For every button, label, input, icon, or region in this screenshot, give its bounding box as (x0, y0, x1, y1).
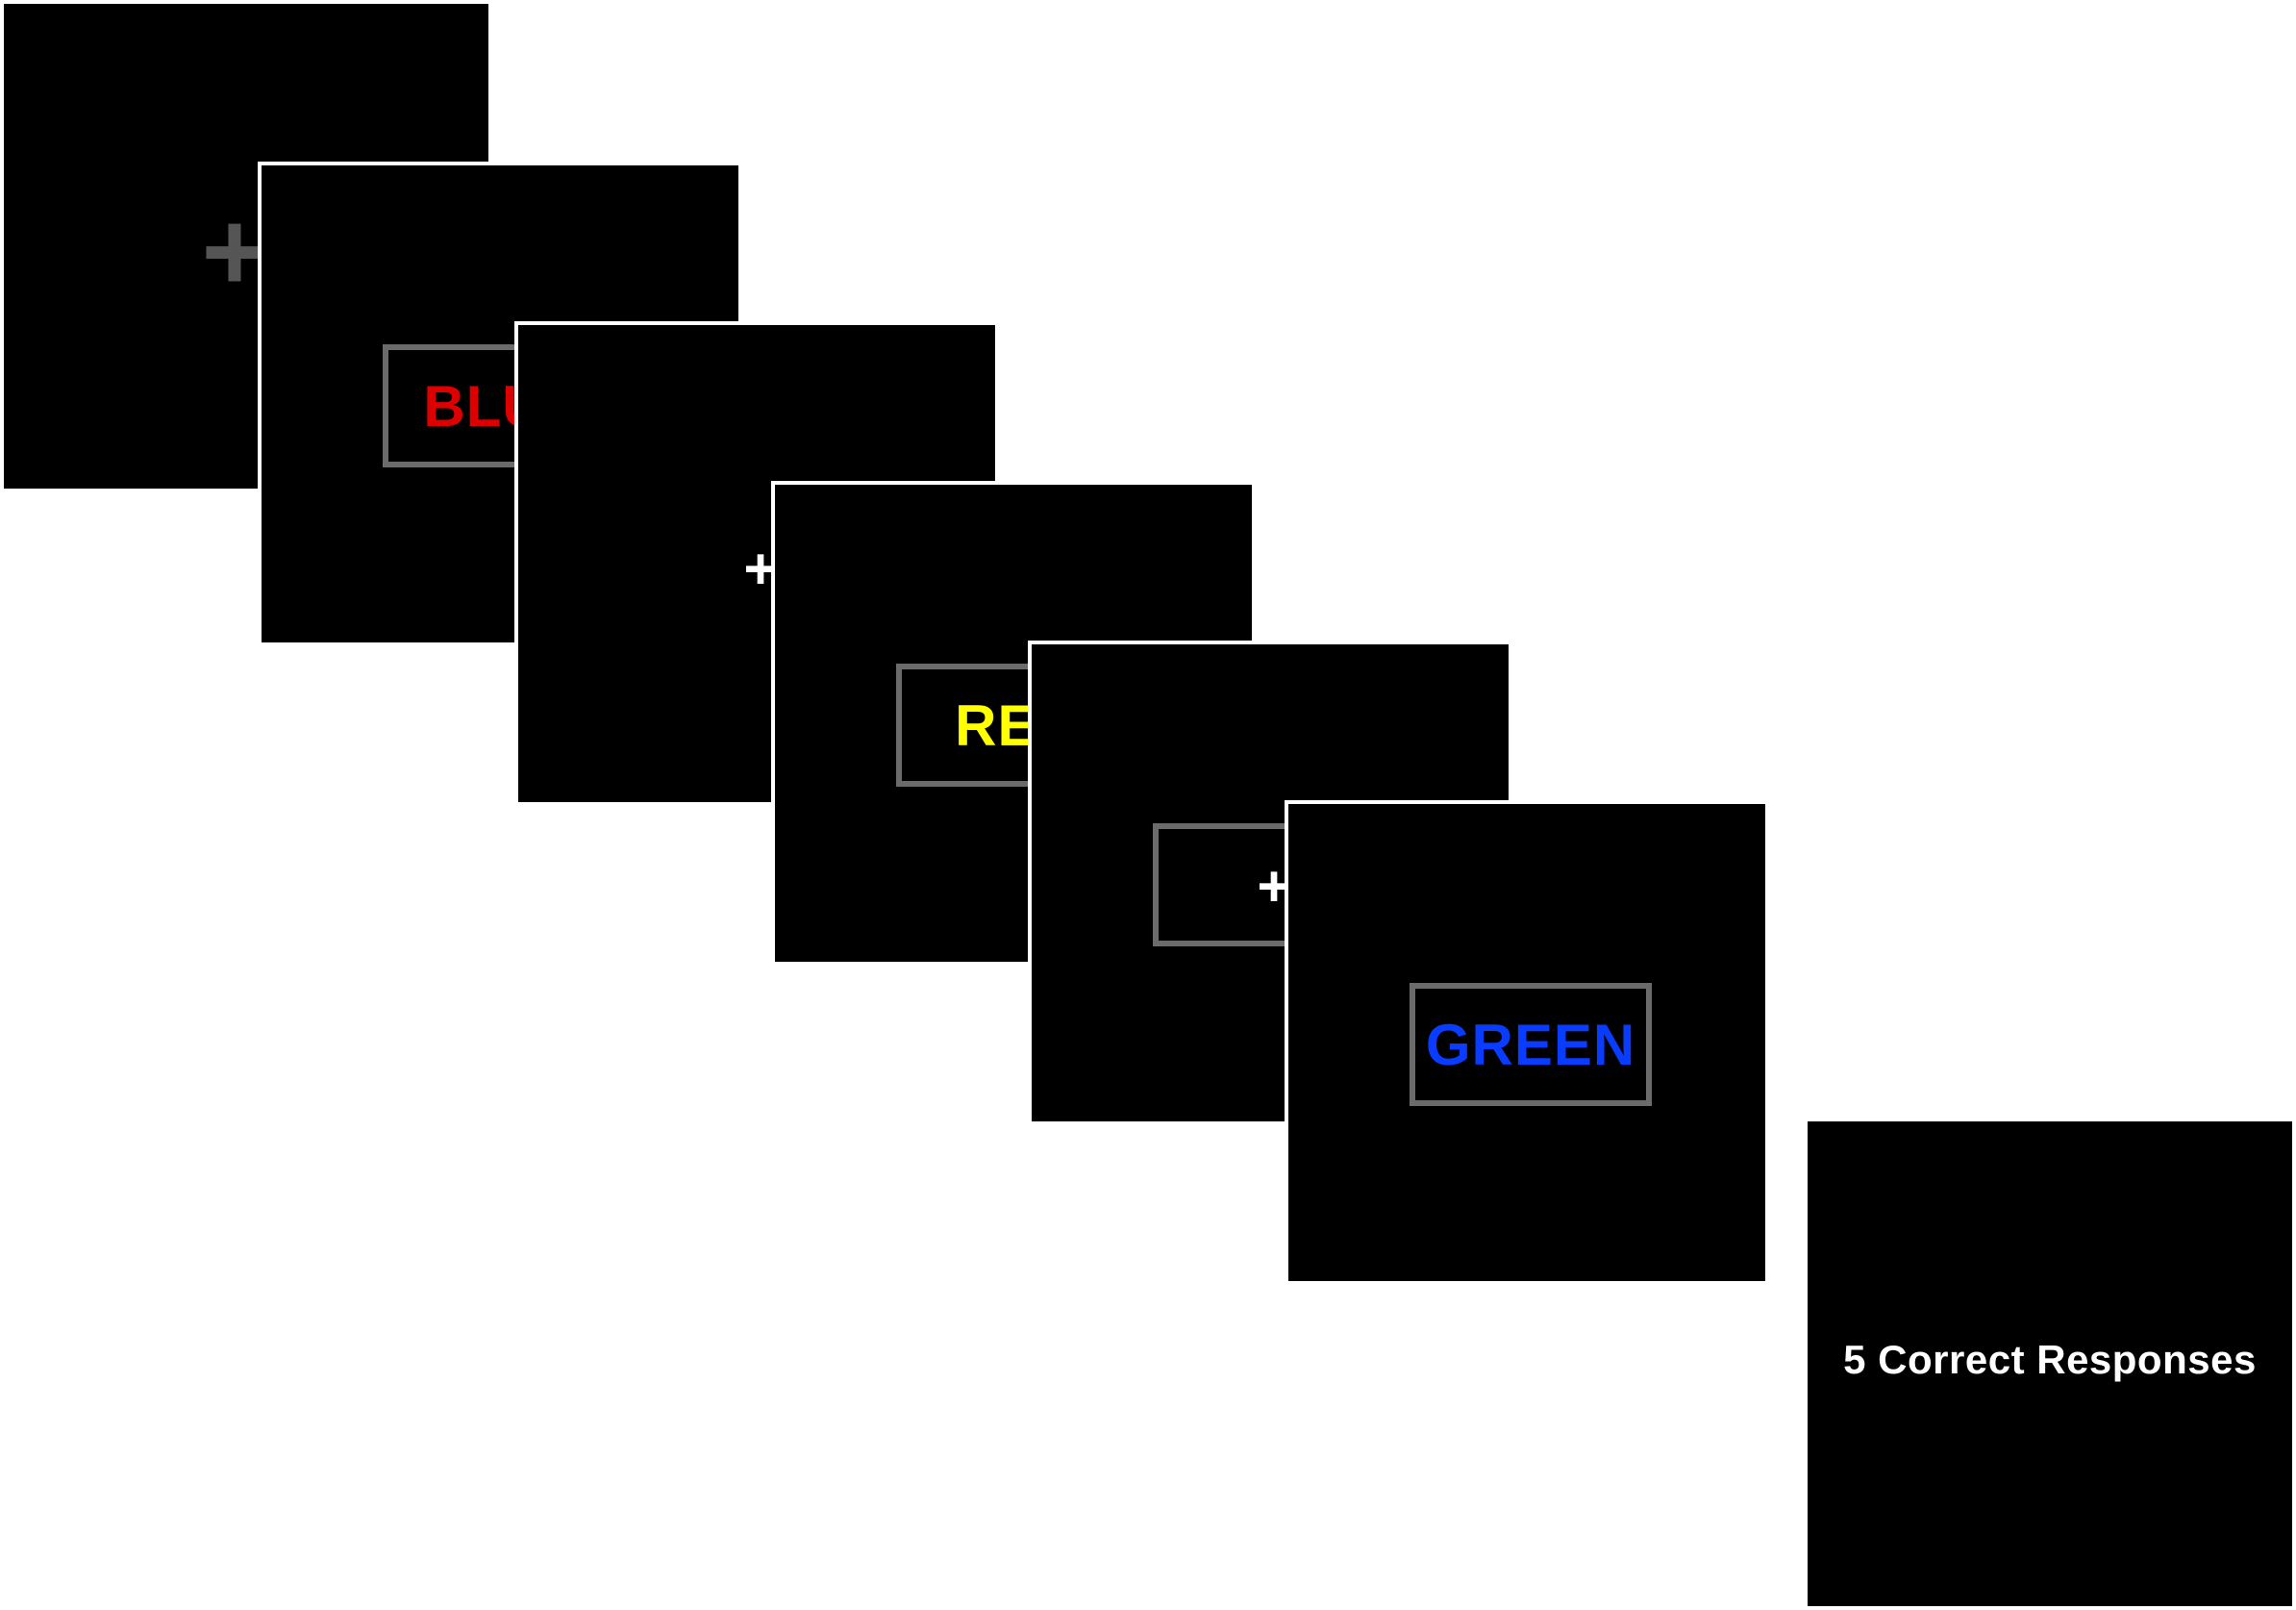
feedback-frame: 5 Correct Responses (1808, 1121, 2292, 1606)
stimulus-word: GREEN (1425, 1012, 1636, 1077)
trial-frame-stimulus-3: GREEN (1285, 800, 1769, 1285)
fixation-cross-icon: + (201, 189, 268, 315)
feedback-message: 5 Correct Responses (1843, 1337, 2257, 1382)
stimulus-box: GREEN (1410, 983, 1652, 1106)
